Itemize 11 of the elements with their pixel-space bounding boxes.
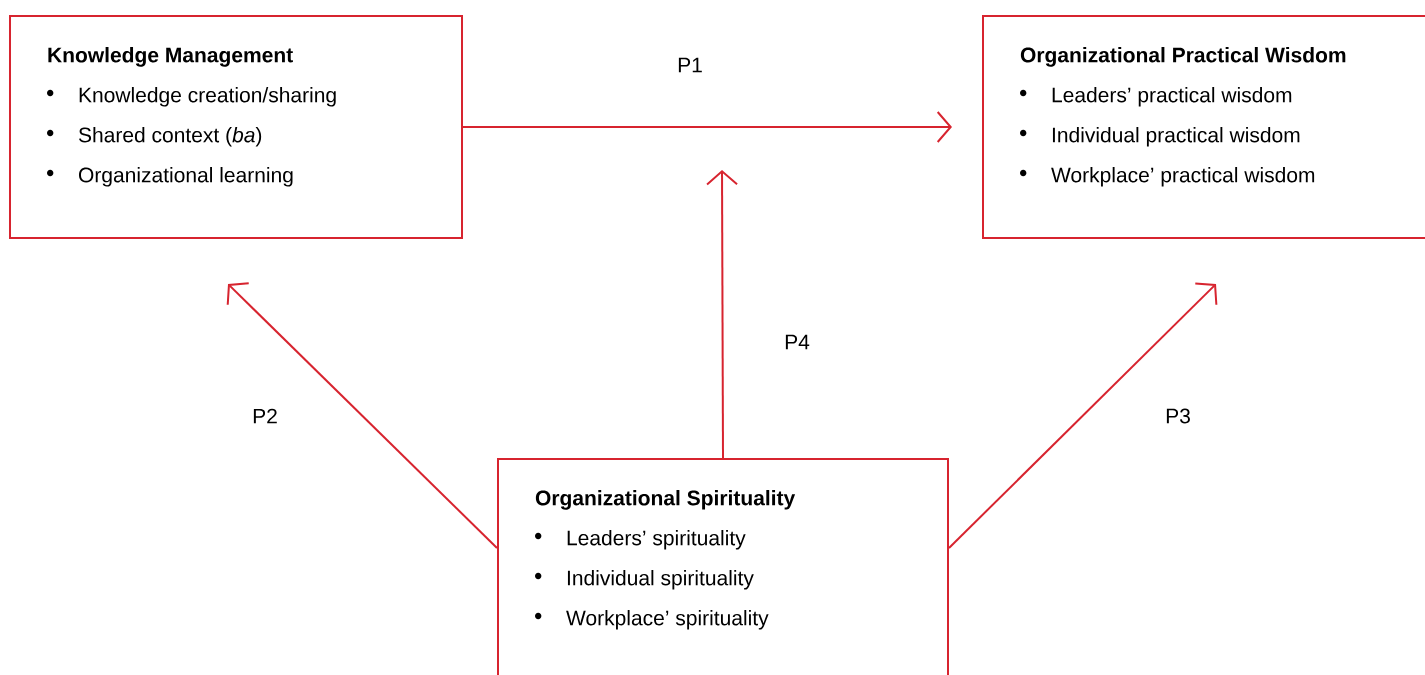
arrow	[706, 170, 739, 459]
edge-label: P2	[250, 406, 280, 426]
arrow	[226, 282, 498, 549]
concept-box: Organizational Practical Wisdom Leaders’ practical wisdom Individual practical wisdom Workplace’ practical wisdom	[982, 15, 1425, 239]
arrow	[948, 282, 1218, 549]
concept-box: Organizational Spirituality Leaders’ spirituality Individual spirituality Workplace’ spirituality	[497, 458, 949, 675]
edge-label: P4	[782, 332, 812, 352]
edge-label: P1	[675, 55, 705, 75]
edge-label: P3	[1163, 406, 1193, 426]
arrow	[462, 111, 952, 143]
concept-box: Knowledge Management Knowledge creation/sharing Shared context (ba) Organizational learning	[9, 15, 463, 239]
